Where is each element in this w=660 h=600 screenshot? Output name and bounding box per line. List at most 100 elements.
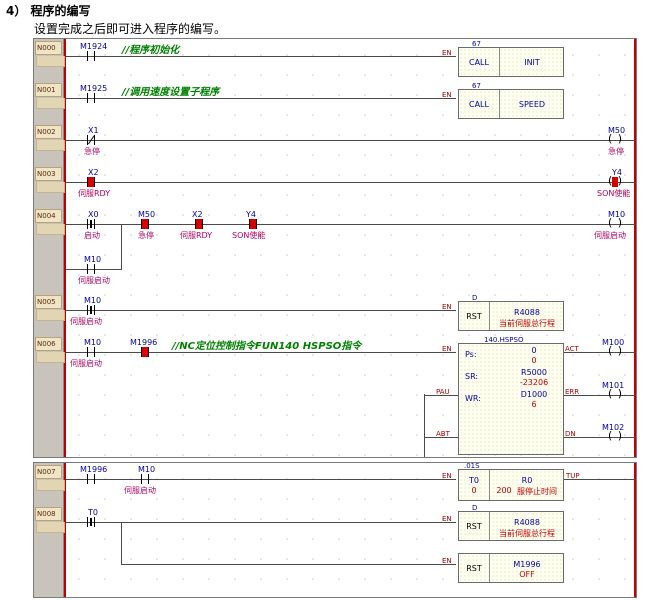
coil-label: M100: [602, 338, 625, 347]
rung-wire: [66, 182, 636, 183]
rung-wire: [66, 352, 456, 353]
pin-en: EN: [442, 91, 452, 99]
no-contact-m1996[interactable]: [84, 474, 98, 484]
ladder-editor-panel[interactable]: N000 M1924 //程序初始化 EN CALL INIT 67 N001 …: [33, 38, 637, 458]
rung-number-n003[interactable]: N003: [35, 167, 65, 193]
call-function-block[interactable]: CALL INIT: [458, 47, 564, 77]
no-contact-m10[interactable]: [84, 347, 98, 357]
pin-pau: PAU: [436, 388, 450, 396]
contact-comment: 急停: [84, 147, 100, 156]
fb-sr-value: R5000: [521, 368, 547, 377]
coil-label: M50: [608, 126, 626, 135]
contact-comment: 急停: [138, 231, 154, 240]
contact-label: X2: [88, 168, 99, 177]
section-subheading: 设置完成之后即可进入程序的编写。: [34, 22, 227, 36]
no-contact-m50[interactable]: [138, 219, 152, 229]
pulse-contact-x0[interactable]: [84, 219, 98, 229]
pau-wire: [424, 395, 458, 396]
nc-contact-x1[interactable]: [84, 134, 98, 145]
rung-number-n006[interactable]: N006: [35, 337, 65, 363]
contact-label: T0: [88, 508, 98, 517]
pin-en: EN: [442, 557, 452, 565]
contact-label: Y4: [246, 210, 256, 219]
pin-en: EN: [442, 49, 452, 57]
fb-op: CALL: [469, 100, 489, 109]
pin-en: EN: [442, 303, 452, 311]
pin-abt: ABT: [436, 430, 450, 438]
fb-wr-value: D1000: [520, 390, 548, 399]
pau-abt-wire: [424, 394, 425, 457]
rung-number-n004[interactable]: N004: [35, 209, 65, 235]
contact-label: M10: [84, 338, 102, 347]
coil-comment: 急停: [608, 147, 624, 156]
rung-number-n000[interactable]: N000: [35, 41, 65, 67]
tup-wire: [564, 479, 636, 480]
fb-sr-label: SR:: [465, 372, 479, 381]
no-contact-y4[interactable]: [246, 219, 260, 229]
no-contact-m10[interactable]: [138, 474, 152, 484]
coil-m50[interactable]: [608, 132, 622, 145]
contact-label: M1924: [80, 42, 108, 51]
contact-label: X1: [88, 126, 99, 135]
fb-number: 67: [472, 82, 481, 90]
contact-comment: SON使能: [232, 231, 266, 240]
timer-function-block[interactable]: T0 0 R0 200 服停止时间: [458, 469, 564, 501]
rung-comment: //程序初始化: [122, 45, 180, 56]
rung-number-n007[interactable]: N007: [35, 465, 65, 491]
fb-divider: [499, 90, 500, 118]
rst-function-block-2[interactable]: RST M1996 OFF: [458, 553, 564, 583]
fb-number: 67: [472, 40, 481, 48]
rung-number-n008[interactable]: N008: [35, 507, 65, 533]
fb-sr-live: -23206: [519, 378, 549, 387]
no-contact-m1924[interactable]: [84, 51, 98, 61]
pin-en: EN: [442, 515, 452, 523]
rst-function-block[interactable]: RST R4088 当前伺服总行程: [458, 511, 564, 541]
hspso-function-block[interactable]: Ps: 0 0 SR: R5000 -23206 WR: D1000 6: [458, 343, 564, 455]
coil-m101[interactable]: [608, 387, 622, 400]
fb-arg: M1996: [513, 560, 541, 569]
no-contact-x2[interactable]: [84, 177, 98, 187]
fb-arg: R4088: [514, 518, 540, 527]
pin-en: EN: [442, 472, 452, 480]
no-contact-x2[interactable]: [192, 219, 206, 229]
fb-divider: [489, 302, 490, 330]
no-contact-m1996[interactable]: [138, 347, 152, 357]
fb-arg: SPEED: [518, 100, 546, 109]
coil-comment: 伺服启动: [594, 231, 626, 240]
contact-label: M10: [138, 465, 156, 474]
dn-wire: [564, 437, 636, 438]
no-contact-m1925[interactable]: [84, 93, 98, 103]
fb-number: D: [472, 294, 478, 302]
rung-number-n002[interactable]: N002: [35, 125, 65, 151]
pulse-contact-t0[interactable]: [84, 517, 98, 527]
rung-wire: [66, 522, 456, 523]
no-contact-m10-branch[interactable]: [84, 264, 98, 274]
pulse-arrow: [90, 518, 92, 526]
fb-ps-label: Ps:: [465, 350, 477, 359]
fb-arg-comment: 服停止时间: [517, 487, 557, 496]
fb-divider: [499, 48, 500, 76]
fb-op: RST: [466, 522, 482, 531]
rung-wire: [66, 56, 456, 57]
rung-wire: [66, 140, 636, 141]
fb-wr-label: WR:: [465, 394, 481, 403]
coil-m10[interactable]: [608, 216, 622, 229]
fb-timer-live: 0: [471, 486, 477, 495]
rung-number-n005[interactable]: N005: [35, 295, 65, 321]
rst-function-block[interactable]: RST R4088 当前伺服总行程: [458, 301, 564, 331]
contact-label: M50: [138, 210, 156, 219]
coil-m100[interactable]: [608, 344, 622, 357]
pulse-contact-m10[interactable]: [84, 305, 98, 315]
rung-number-n001[interactable]: N001: [35, 83, 65, 109]
fb-title: 140.HSPSO: [484, 336, 524, 344]
fb-arg-live: OFF: [519, 570, 535, 579]
contact-label: M1996: [80, 465, 108, 474]
coil-y4[interactable]: [608, 174, 622, 187]
ladder-editor-panel-continued[interactable]: N007 M1996 M10 伺服启动 EN T0 0 R0 200 服停止时间…: [33, 462, 637, 598]
fb-arg: R4088: [514, 308, 540, 317]
coil-m102[interactable]: [608, 429, 622, 442]
contact-label: M10: [84, 296, 102, 305]
contact-comment: 伺服RDY: [78, 189, 111, 198]
coil-label: M10: [608, 210, 626, 219]
call-function-block[interactable]: CALL SPEED: [458, 89, 564, 119]
